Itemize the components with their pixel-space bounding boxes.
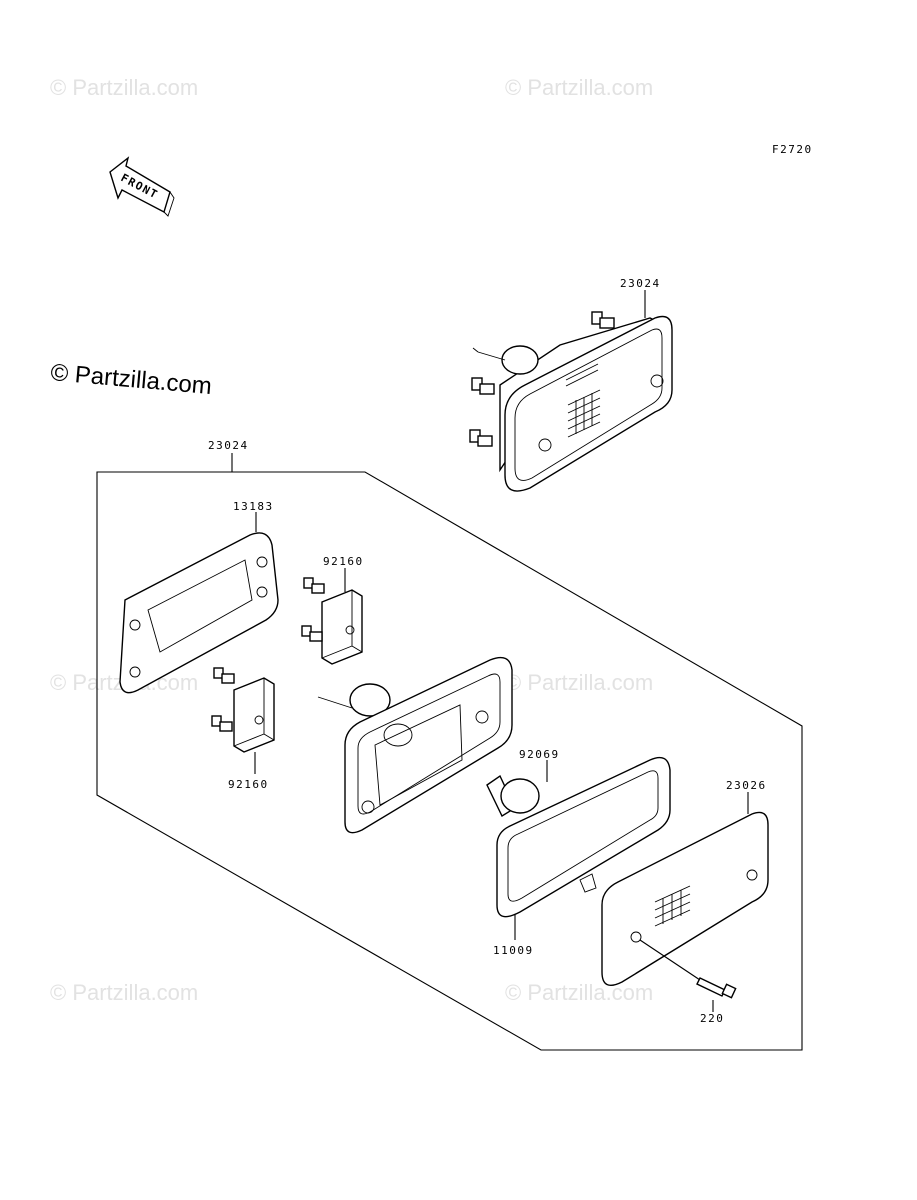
figure-code: F2720 xyxy=(772,143,813,156)
lens-pattern xyxy=(654,885,691,927)
callout-92160-lower: 92160 xyxy=(228,778,269,791)
lens-gasket: 11009 xyxy=(493,756,671,957)
watermark: © Partzilla.com xyxy=(505,980,653,1005)
base-gasket: 13183 xyxy=(119,500,279,694)
front-arrow-icon: FRONT xyxy=(109,156,175,217)
watermark-main: © Partzilla.com xyxy=(49,359,212,400)
callout-23024-top: 23024 xyxy=(620,277,661,290)
screw: 220 xyxy=(639,939,737,1025)
callout-220: 220 xyxy=(700,1012,724,1025)
kit-outline: 23024 xyxy=(96,439,803,1051)
callout-23026: 23026 xyxy=(726,779,767,792)
watermark: © Partzilla.com xyxy=(505,75,653,100)
callout-23024-kit: 23024 xyxy=(208,439,249,452)
callout-92160-upper: 92160 xyxy=(323,555,364,568)
lens-pattern xyxy=(565,363,601,438)
lamp-housing xyxy=(317,656,513,834)
socket-upper: 92160 xyxy=(301,555,364,665)
watermark: © Partzilla.com xyxy=(505,670,653,695)
bulb: 92069 xyxy=(486,748,560,818)
callout-92069: 92069 xyxy=(519,748,560,761)
callout-13183: 13183 xyxy=(233,500,274,513)
watermark: © Partzilla.com xyxy=(50,980,198,1005)
socket-lower: 92160 xyxy=(211,667,275,791)
callout-11009: 11009 xyxy=(493,944,534,957)
watermark: © Partzilla.com xyxy=(50,75,198,100)
terminals xyxy=(469,311,615,447)
assembled-lamp: 23024 xyxy=(469,277,673,492)
